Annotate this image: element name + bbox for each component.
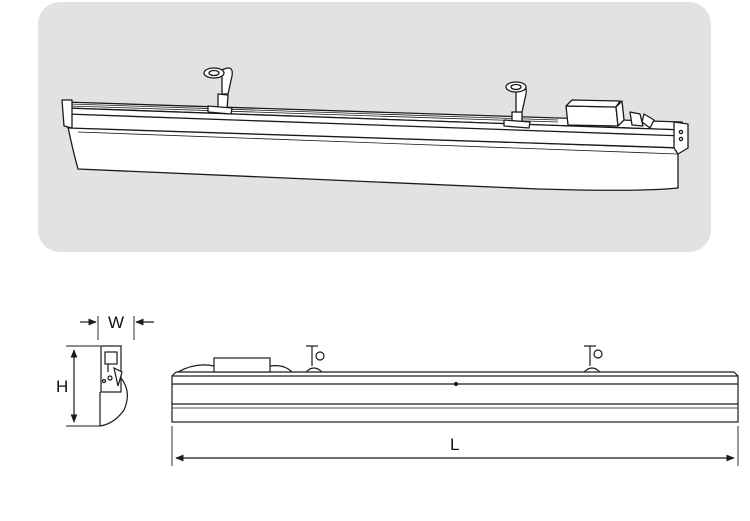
length-label: L bbox=[450, 435, 460, 454]
front-bracket-left bbox=[305, 345, 325, 373]
mounting-bracket-right bbox=[503, 81, 531, 129]
front-view bbox=[171, 345, 739, 423]
mounting-bracket-left bbox=[203, 67, 233, 115]
perspective-view-panel bbox=[38, 2, 711, 252]
perspective-fixture-drawing bbox=[61, 67, 689, 191]
front-driver-box bbox=[213, 357, 271, 373]
end-view bbox=[97, 316, 135, 427]
front-bracket-right bbox=[583, 345, 603, 373]
width-label: W bbox=[108, 313, 125, 332]
height-label: H bbox=[56, 377, 69, 396]
length-dimension bbox=[171, 426, 739, 466]
height-dimension bbox=[66, 345, 100, 427]
